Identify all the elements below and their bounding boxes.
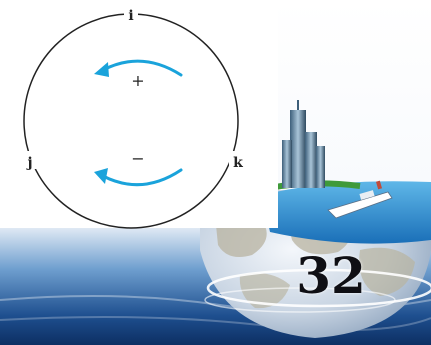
upper-sign-label: + [131,71,144,90]
lower-arrowhead-icon [94,168,108,184]
ship-icon [327,180,393,219]
upper-arrow-arc [101,59,183,77]
lower-arrow-arc [101,168,183,187]
page-number: 32 [296,246,366,305]
node-label-top: i [128,8,133,24]
node-label-left: j [25,155,32,171]
upper-arrowhead-icon [94,62,109,77]
quaternion-cycle-diagram: i j k + − [21,6,245,229]
diagram-panel [0,0,278,228]
lower-sign-label: − [131,149,144,168]
node-label-right: k [233,155,243,171]
